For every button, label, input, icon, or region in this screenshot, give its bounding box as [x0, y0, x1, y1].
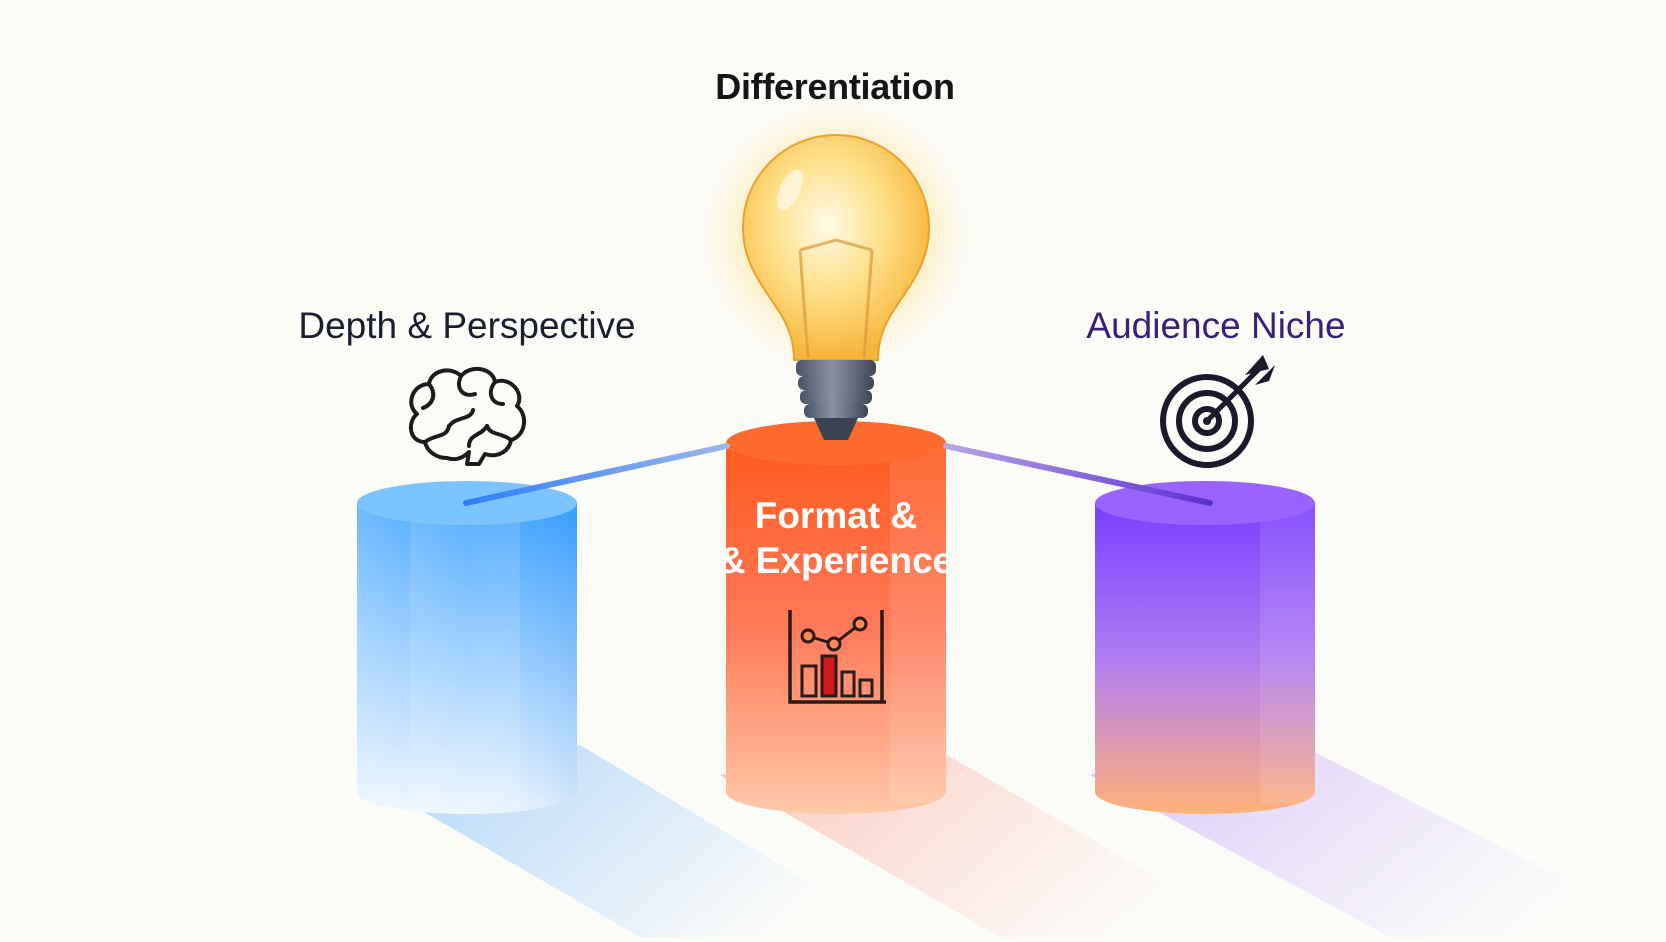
brain-icon: [408, 366, 527, 466]
pillar-format-experience: [726, 421, 946, 814]
lightbulb-icon: [696, 95, 976, 440]
pillar-depth-perspective: [357, 481, 577, 814]
label-format-line2: & Experience: [718, 540, 954, 581]
connector-left: [463, 443, 730, 506]
label-format-line1: Format &: [754, 495, 918, 536]
label-audience-niche: Audience Niche: [1086, 305, 1346, 346]
pillar-audience-niche: [1095, 481, 1315, 814]
label-depth-perspective: Depth & Perspective: [298, 305, 636, 346]
chart-icon: [788, 610, 886, 704]
diagram-title: Differentiation: [715, 66, 955, 107]
target-icon: [1160, 355, 1275, 468]
connector-right: [943, 443, 1213, 506]
